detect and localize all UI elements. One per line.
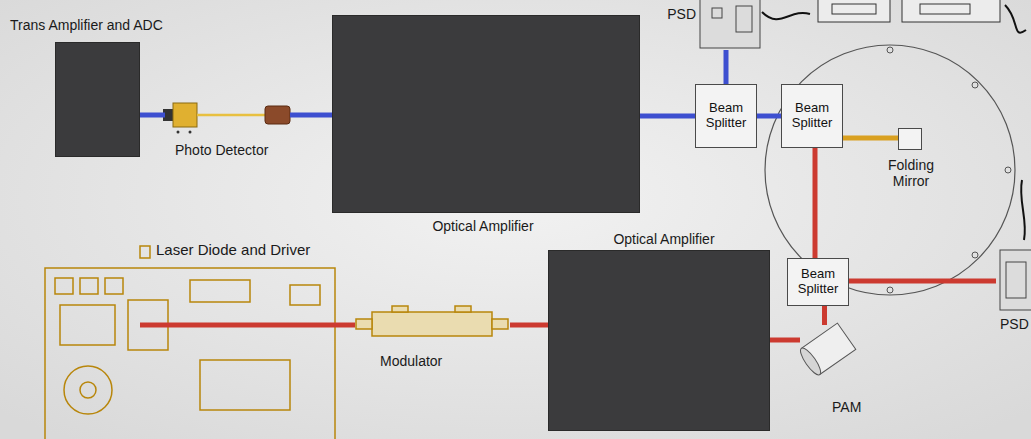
psd-detail [1006,262,1026,298]
photo-detector: Photo Detector [165,98,290,132]
psd-sensor: PSD [996,248,1031,310]
modulator-tab [392,306,408,312]
light-beam [724,50,729,84]
board-part [290,285,320,305]
light-beam [337,323,355,328]
modulator: Modulator [355,305,510,345]
psd-device [700,0,760,48]
laser-beam [140,323,337,328]
fan [64,366,112,414]
box-label: Beam Splitter [788,267,848,297]
light-beam [849,279,996,284]
box-label: Beam Splitter [782,101,842,131]
light-beam [770,338,800,343]
modulator-body [356,306,508,336]
bolt [972,252,978,258]
board-part [80,278,98,294]
modulator-case [372,312,492,336]
psd-detail [712,8,722,18]
cable [762,12,810,19]
cable [1005,5,1026,33]
light-beam [290,113,332,118]
psd-sensor: PSD [700,0,760,50]
cable [1021,180,1025,240]
box-label: Beam Splitter [696,101,756,131]
part-label: Trans Amplifier and ADC [10,17,210,33]
light-beam [510,323,548,328]
part-label: Optical Amplifier [383,218,583,234]
amplifier-box: Trans Amplifier and ADC [55,42,140,157]
part-label: Photo Detector [175,142,295,158]
bolt [887,287,893,293]
fiber-connector [265,106,290,124]
beam-splitter: Beam Splitter [695,84,757,148]
part-label: PSD [1000,316,1031,332]
laser-board [45,268,335,439]
detector-pin [189,131,192,134]
modulator-tab [455,306,471,312]
board-outline [45,268,335,439]
light-beam [757,114,781,119]
laser-icon [140,246,150,258]
bolt [972,82,978,88]
fiber [197,114,265,117]
modulator-end [356,319,372,329]
part-label: Modulator [380,353,490,369]
beam-splitter: Beam Splitter [787,258,849,306]
psd-device [1000,250,1031,310]
pam-mirror: PAM [800,325,855,370]
board-part [60,305,115,345]
board-part [55,278,73,294]
stage-box [902,0,1000,22]
part-label: Folding Mirror [869,157,953,189]
amplifier-box: Optical Amplifier [548,250,770,431]
board-part [190,280,250,302]
laser-driver: Laser Diode and Driver [42,265,337,439]
light-beam [140,113,165,118]
part-label: Laser Diode and Driver [156,241,366,258]
part-label: PSD [658,6,696,22]
bolt [1005,167,1011,173]
pam-face [797,345,824,377]
beam-splitter: Beam Splitter [781,84,843,148]
part-label: Optical Amplifier [559,231,769,247]
detector-pin [177,131,180,134]
modulator-end [492,319,508,329]
fan-hub [80,382,96,398]
detector-body [173,103,197,127]
light-beam [640,114,695,119]
light-beam [843,136,898,141]
bolt [887,47,893,53]
psd-detail [736,6,752,32]
light-beam [822,306,827,325]
board-part [200,360,290,410]
board-part [105,278,123,294]
amplifier-box: Optical Amplifier [332,15,640,213]
part-label: PAM [832,399,872,415]
stage-box [818,0,890,22]
stage-slot [920,4,970,14]
stage-slot [832,4,876,14]
pam-mirror [797,323,855,377]
folding-mirror: Folding Mirror [898,128,922,150]
light-beam [813,148,818,258]
